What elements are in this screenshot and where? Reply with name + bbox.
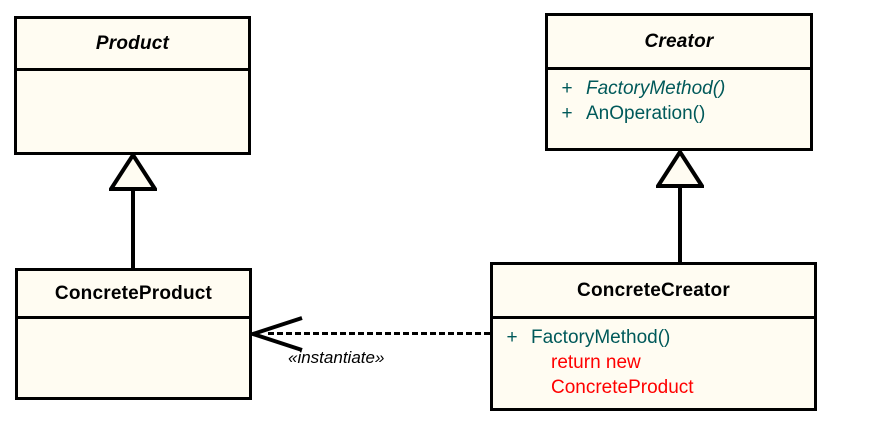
dependency-label-instantiate: «instantiate»	[288, 348, 385, 367]
generalization-shaft-creator	[678, 186, 682, 263]
generalization-shaft-product	[131, 189, 135, 269]
member-name: AnOperation()	[586, 103, 706, 124]
member-row: + FactoryMethod()	[548, 76, 810, 101]
triangle-icon	[654, 148, 706, 188]
member-name: FactoryMethod()	[586, 78, 726, 99]
dependency-arrowhead-instantiate	[246, 316, 306, 354]
class-members-concrete-creator: + FactoryMethod() return new ConcretePro…	[493, 316, 814, 408]
open-arrow-icon	[246, 316, 303, 352]
class-box-concrete-creator[interactable]: ConcreteCreator + FactoryMethod() return…	[490, 262, 817, 411]
member-visibility: +	[561, 78, 573, 99]
code-line: return new	[551, 352, 641, 373]
class-title-creator: Creator	[644, 30, 714, 52]
triangle-icon	[107, 151, 159, 191]
class-box-product[interactable]: Product	[14, 16, 251, 155]
class-box-creator[interactable]: Creator + FactoryMethod() + AnOperation(…	[545, 13, 813, 151]
class-members-creator: + FactoryMethod() + AnOperation()	[548, 67, 810, 148]
member-name: FactoryMethod()	[531, 327, 671, 348]
class-members-product	[17, 68, 248, 152]
class-title-concrete-product: ConcreteProduct	[54, 282, 213, 304]
code-line: ConcreteProduct	[551, 377, 694, 398]
member-row: + FactoryMethod()	[493, 325, 814, 350]
member-visibility: +	[561, 103, 573, 124]
dependency-line-instantiate	[268, 332, 490, 335]
generalization-arrowhead-product	[107, 151, 159, 191]
class-members-concrete-product	[18, 316, 249, 397]
class-title-concrete-creator: ConcreteCreator	[577, 279, 730, 301]
class-title-product: Product	[95, 32, 170, 54]
generalization-arrowhead-creator	[654, 148, 706, 188]
class-box-concrete-product[interactable]: ConcreteProduct	[15, 268, 252, 400]
member-visibility: +	[506, 327, 518, 348]
member-row: + AnOperation()	[548, 101, 810, 126]
